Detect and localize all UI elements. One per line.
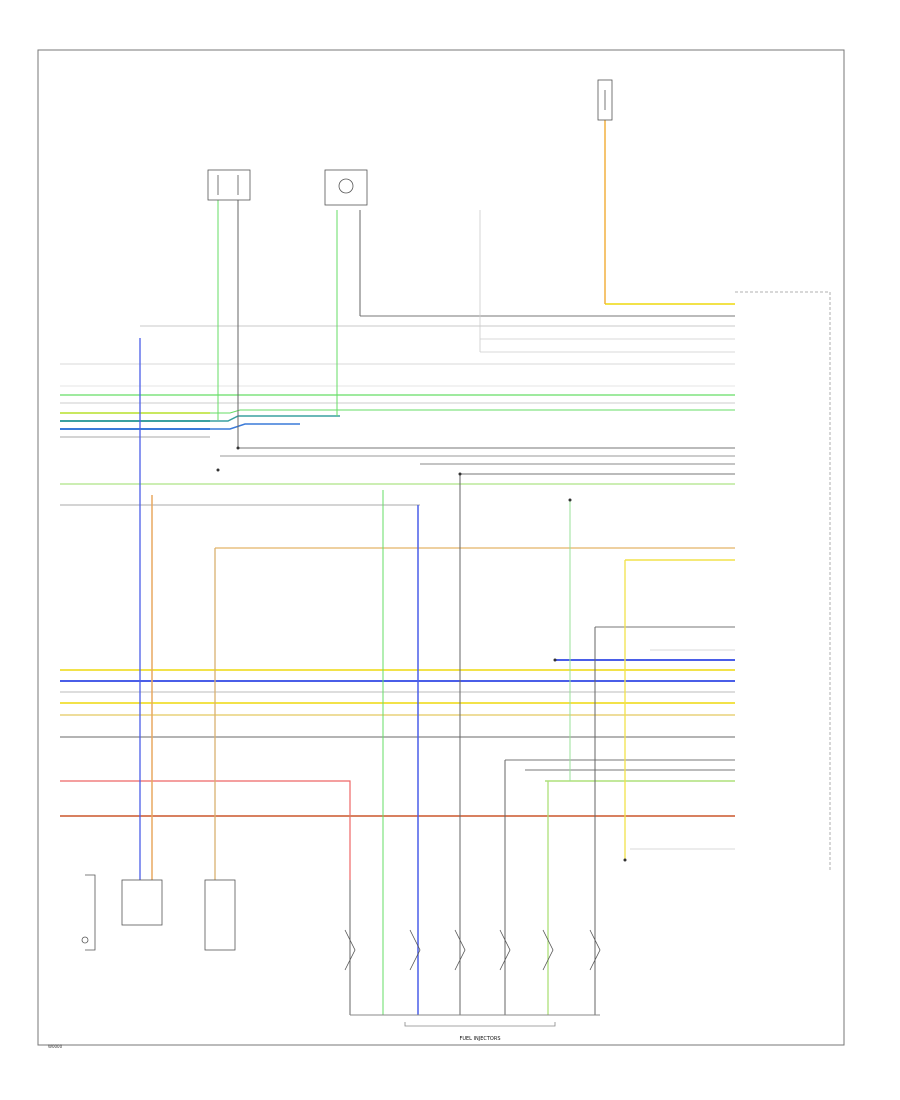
ground-component [81,874,96,951]
wire-jog-2 [210,415,340,422]
injector-5 [542,929,554,971]
footer-code: W0000 [48,1044,63,1049]
sensor-component-1 [207,169,251,201]
wire-pcm-34 [60,780,351,880]
fuse-component [597,79,613,121]
pcm-module-outline [735,291,831,870]
sensor-component-2 [324,169,368,206]
injector-6 [589,929,601,971]
wire-jog-3 [210,423,300,430]
diagram-border [37,49,845,1046]
fuel-injectors-bracket [404,1022,556,1027]
injector-3 [454,929,466,971]
fuel-injectors-label: FUEL INJECTORS [459,1036,500,1042]
injector-1 [344,929,356,971]
splice-dots [216,446,627,862]
connector-left [121,879,163,926]
wire-jog-1 [210,409,735,414]
connector-center-left [204,879,236,951]
injector-4 [499,929,511,971]
injector-2 [409,929,421,971]
